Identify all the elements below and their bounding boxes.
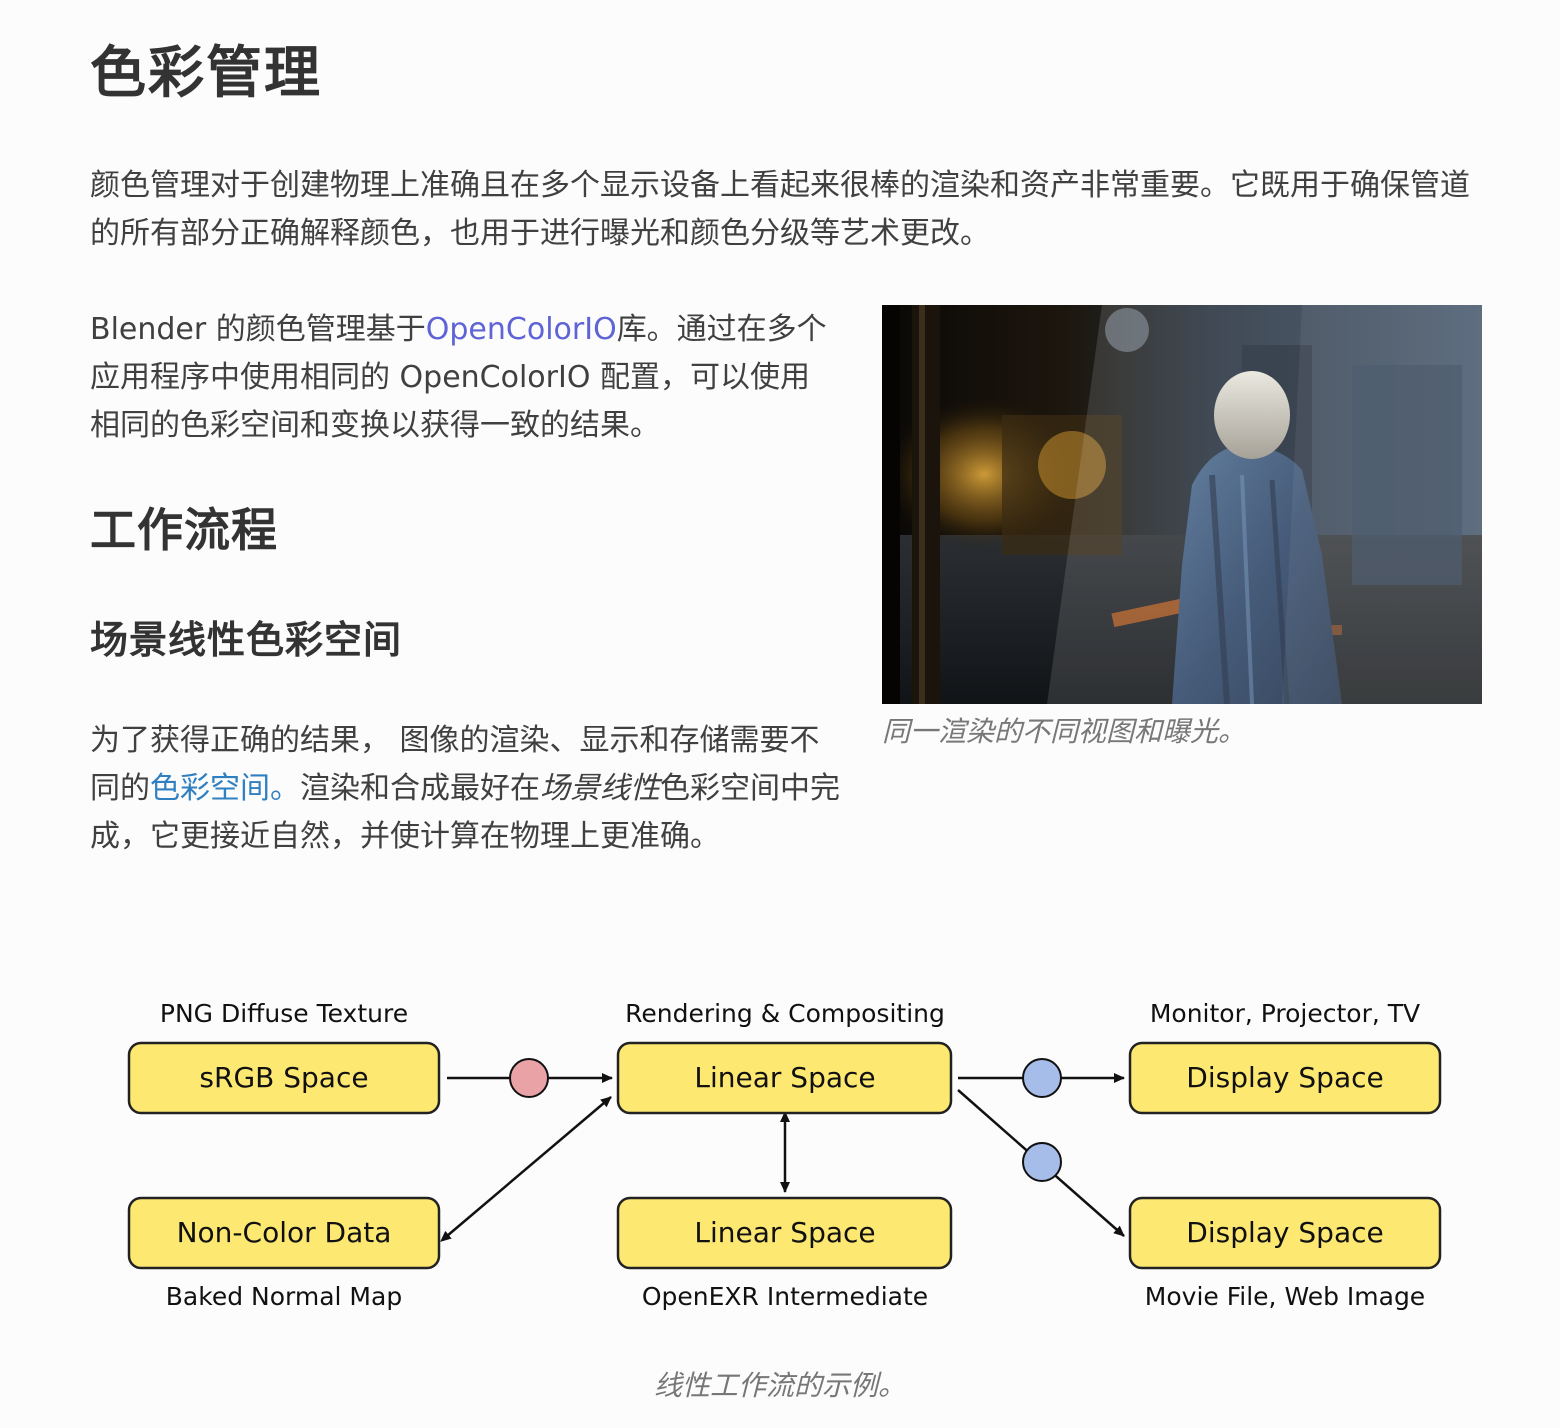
box-srgb-caption: PNG Diffuse Texture bbox=[160, 999, 408, 1028]
box-display-movie-label: Display Space bbox=[1186, 1216, 1383, 1249]
box-non-color-data: Non-Color Data Baked Normal Map bbox=[127, 1196, 441, 1311]
page-title: 色彩管理 bbox=[90, 41, 322, 106]
scene-linear-paragraph: 为了获得正确的结果， 图像的渲染、显示和存储需要不同的色彩空间。渲染和合成最好在… bbox=[90, 717, 840, 861]
box-srgb-label: sRGB Space bbox=[199, 1061, 368, 1094]
box-display-space-monitor: Display Space Monitor, Projector, TV bbox=[1128, 999, 1442, 1115]
view-transform-node-2 bbox=[1022, 1142, 1062, 1182]
scene-linear-text-1: 为了获得正确的结果， 图像的渲染、显示和存储需要不同的 bbox=[90, 723, 820, 806]
workflow-heading: 工作流程 bbox=[90, 503, 278, 557]
box-linear-exr-label: Linear Space bbox=[694, 1216, 875, 1249]
box-display-monitor-label: Display Space bbox=[1186, 1061, 1383, 1094]
box-display-space-movie: Display Space Movie File, Web Image bbox=[1128, 1196, 1442, 1311]
scene-linear-text-3: 色彩空间中完成，它更接近自然，并使计算在物理上更准确。 bbox=[90, 771, 840, 854]
opencolorio-text-before: Blender 的颜色管理基于 bbox=[90, 312, 426, 347]
diagram-caption: 线性工作流的示例。 bbox=[653, 1369, 906, 1402]
linear-workflow-diagram: sRGB Space PNG Diffuse Texture Linear Sp… bbox=[0, 980, 1560, 1340]
intro-paragraph: 颜色管理对于创建物理上准确且在多个显示设备上看起来很棒的渲染和资产非常重要。它既… bbox=[90, 168, 1470, 251]
opencolorio-text-after: 库。通过在多个应用程序中使用相同的 OpenColorIO 配置，可以使用相同的… bbox=[90, 312, 827, 443]
color-spaces-link[interactable]: 色彩空间。 bbox=[150, 771, 300, 806]
opencolorio-paragraph: Blender 的颜色管理基于OpenColorIO库。通过在多个应用程序中使用… bbox=[90, 306, 830, 450]
render-exposure-photo bbox=[882, 305, 1482, 704]
box-noncolor-label: Non-Color Data bbox=[177, 1216, 392, 1249]
box-linear-render-label: Linear Space bbox=[694, 1061, 875, 1094]
box-noncolor-caption: Baked Normal Map bbox=[166, 1282, 402, 1311]
box-linear-exr-caption: OpenEXR Intermediate bbox=[642, 1282, 928, 1311]
scene-linear-emphasis: 场景线性 bbox=[540, 771, 660, 806]
arrow-noncolor-linear bbox=[440, 1096, 612, 1242]
box-display-movie-caption: Movie File, Web Image bbox=[1145, 1282, 1425, 1311]
box-srgb-space: sRGB Space PNG Diffuse Texture bbox=[127, 999, 441, 1115]
input-transform-node bbox=[509, 1058, 549, 1098]
photo-caption: 同一渲染的不同视图和曝光。 bbox=[882, 715, 1247, 748]
scene-linear-text-2: 渲染和合成最好在 bbox=[300, 771, 540, 806]
box-display-monitor-caption: Monitor, Projector, TV bbox=[1150, 999, 1420, 1028]
scene-linear-heading: 场景线性色彩空间 bbox=[90, 618, 403, 662]
box-linear-space-render: Linear Space Rendering & Compositing bbox=[616, 999, 953, 1115]
view-transform-node-1 bbox=[1022, 1058, 1062, 1098]
opencolorio-link[interactable]: OpenColorIO bbox=[425, 312, 617, 347]
box-linear-render-caption: Rendering & Compositing bbox=[625, 999, 945, 1028]
box-linear-space-exr: Linear Space OpenEXR Intermediate bbox=[616, 1196, 953, 1311]
